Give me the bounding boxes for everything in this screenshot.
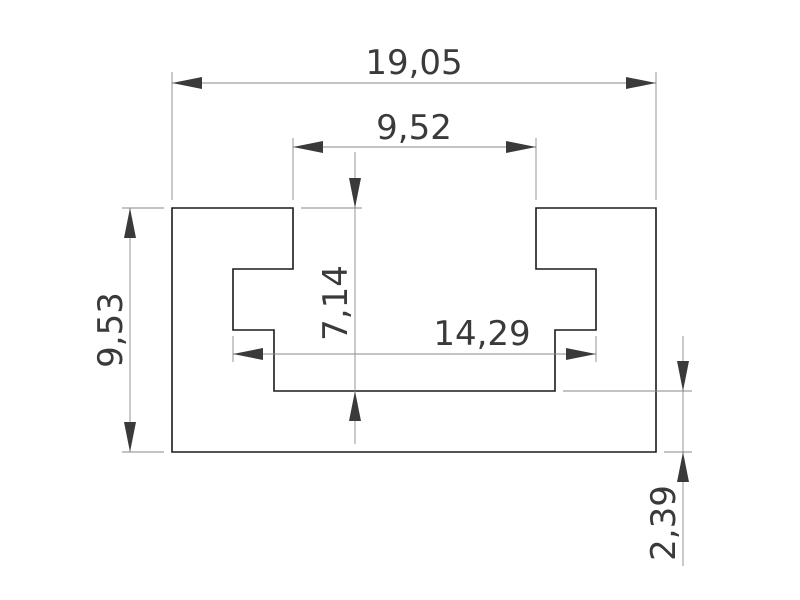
slot-inner-width-label: 14,29	[433, 314, 530, 354]
overall-width-dimension: 19,05	[171, 43, 657, 200]
overall-height-label: 9,53	[91, 292, 131, 368]
arrowhead	[506, 141, 536, 153]
slot-opening-label: 9,52	[376, 108, 452, 148]
base-thickness-label: 2,39	[644, 485, 684, 561]
arrowhead	[124, 208, 136, 238]
arrowhead	[626, 77, 656, 89]
slot-depth-dimension: 7,14	[301, 152, 362, 444]
overall-width-label: 19,05	[365, 43, 462, 83]
slot-opening-dimension: 9,52	[292, 108, 537, 200]
arrowhead	[124, 422, 136, 452]
arrowhead	[349, 178, 361, 208]
arrowhead	[349, 391, 361, 421]
slot-depth-label: 7,14	[316, 265, 356, 341]
arrowhead	[172, 77, 202, 89]
slot-inner-width-dimension: 14,29	[232, 314, 597, 362]
arrowhead	[677, 361, 689, 391]
arrowhead	[293, 141, 323, 153]
profile-outline	[171, 207, 657, 453]
arrowhead	[566, 348, 596, 360]
arrowhead	[677, 452, 689, 482]
arrowhead	[233, 348, 263, 360]
overall-height-dimension: 9,53	[91, 207, 164, 453]
base-thickness-dimension: 2,39	[563, 336, 692, 566]
